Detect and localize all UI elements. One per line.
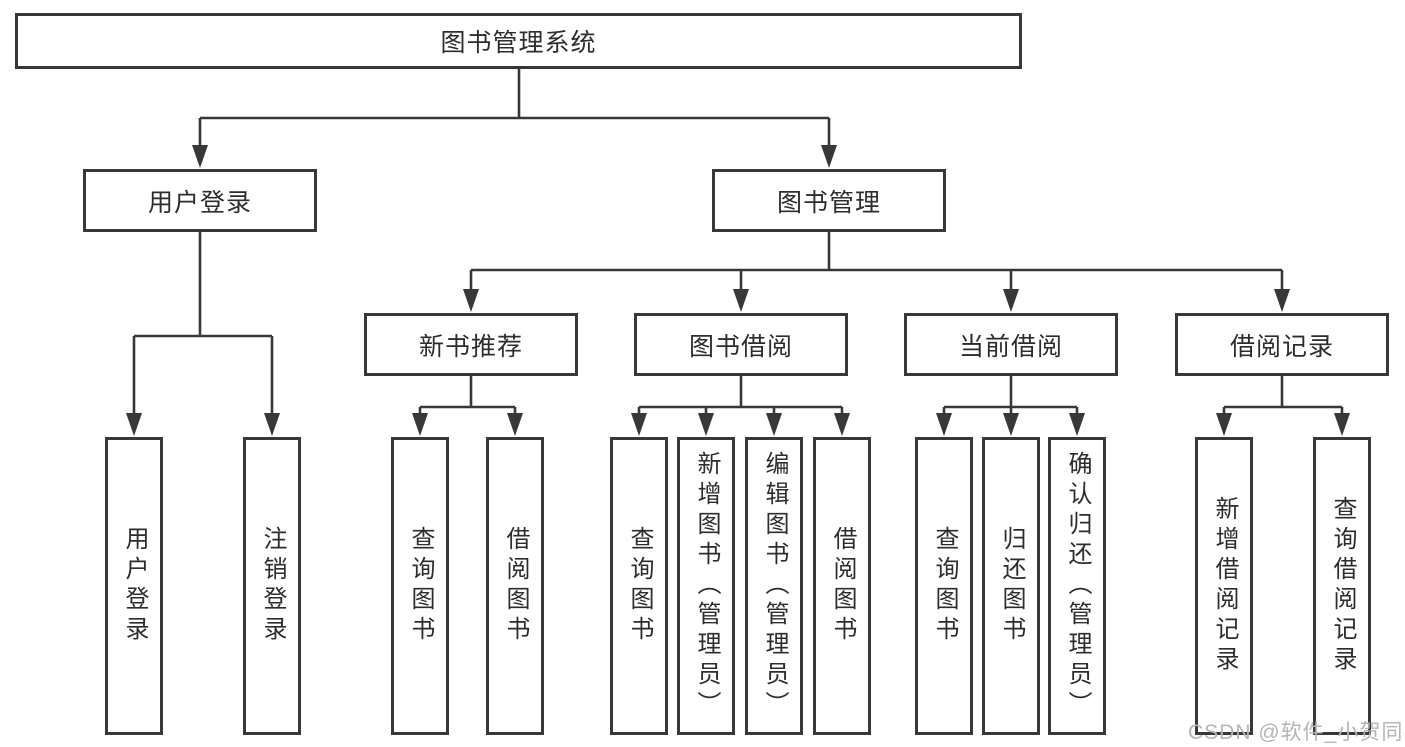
node-label: 用户登录 — [147, 188, 252, 217]
node-label: 当前借阅 — [958, 332, 1063, 361]
node-label: 归还图书 — [998, 526, 1025, 646]
node-label: 新书推荐 — [418, 332, 523, 361]
node-book-management: 图书管理 — [712, 169, 946, 232]
node-user-login: 用户登录 — [83, 169, 317, 232]
leaf-query-books-recommend: 查询图书 — [391, 437, 449, 735]
arrowheads — [126, 145, 1350, 436]
leaf-add-borrow-record: 新增借阅记录 — [1195, 437, 1253, 735]
node-label: 编辑图书（管理员） — [761, 451, 788, 721]
node-label: 新增图书（管理员） — [693, 451, 720, 721]
node-label: 图书管理 — [776, 188, 881, 217]
node-label: 借阅图书 — [829, 526, 856, 646]
node-new-book-recommend: 新书推荐 — [364, 313, 578, 376]
node-label: 确认归还（管理员） — [1064, 451, 1091, 721]
leaf-query-books-borrowing: 查询图书 — [610, 437, 668, 735]
leaf-user-login: 用户登录 — [105, 437, 163, 735]
node-label: 注销登录 — [259, 526, 286, 646]
node-label: 新增借阅记录 — [1211, 496, 1238, 676]
node-label: 用户登录 — [121, 526, 148, 646]
leaf-edit-book-admin: 编辑图书（管理员） — [745, 437, 803, 735]
node-label: 查询图书 — [407, 526, 434, 646]
node-label: 图书借阅 — [688, 332, 793, 361]
leaf-confirm-return-admin: 确认归还（管理员） — [1048, 437, 1106, 735]
node-label: 查询图书 — [931, 526, 958, 646]
node-root-system: 图书管理系统 — [15, 13, 1022, 69]
node-label: 借阅图书 — [502, 526, 529, 646]
leaf-borrow-books: 借阅图书 — [813, 437, 871, 735]
leaf-return-book: 归还图书 — [982, 437, 1040, 735]
leaf-logout: 注销登录 — [243, 437, 301, 735]
node-book-borrowing: 图书借阅 — [634, 313, 848, 376]
csdn-watermark: CSDN @软件_小贺同学 — [1188, 721, 1405, 744]
leaf-query-books-current: 查询图书 — [915, 437, 973, 735]
leaf-query-borrow-record: 查询借阅记录 — [1313, 437, 1371, 735]
node-label: 借阅记录 — [1229, 332, 1334, 361]
node-borrowing-records: 借阅记录 — [1175, 313, 1389, 376]
leaf-add-book-admin: 新增图书（管理员） — [677, 437, 735, 735]
leaf-borrow-books-recommend: 借阅图书 — [486, 437, 544, 735]
node-label: 查询图书 — [626, 526, 653, 646]
node-label: 查询借阅记录 — [1329, 496, 1356, 676]
node-current-borrowing: 当前借阅 — [904, 313, 1118, 376]
node-label: 图书管理系统 — [440, 29, 597, 57]
